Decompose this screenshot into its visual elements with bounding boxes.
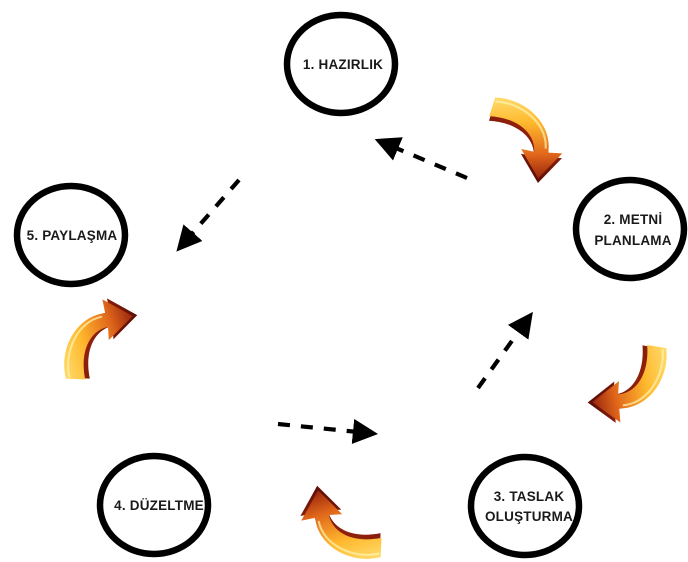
dashed-arrow-paylasma-to-hazirlik: [176, 178, 241, 252]
stage-circle: [13, 182, 129, 288]
stage-label: 1. HAZIRLIK: [303, 57, 383, 72]
curved-arrow-duzeltme-to-paylasma: [57, 290, 141, 394]
dashed-arrow-duzeltme-to-taslak: [277, 418, 379, 445]
stage-taslak-olusturma: 3. TASLAK OLUŞTURMA: [467, 453, 583, 559]
stage-label: 3. TASLAK: [494, 489, 565, 504]
stage-circle: [96, 452, 212, 558]
stage-paylasma: 5. PAYLAŞMA: [13, 182, 129, 288]
stage-metni-planlama: 2. METNİ PLANLAMA: [572, 176, 688, 282]
stage-label: OLUŞTURMA: [485, 509, 573, 524]
stage-duzeltme: 4. DÜZELTME: [96, 452, 212, 558]
stage-label: 2. METNİ: [604, 212, 663, 227]
stage-label: PLANLAMA: [594, 233, 671, 248]
stage-circle: [283, 11, 399, 117]
stage-circle: [467, 453, 583, 559]
stage-label: 4. DÜZELTME: [114, 498, 204, 513]
stage-hazirlik: 1. HAZIRLIK: [283, 11, 399, 117]
curved-arrow-hazirlik-to-planlama: [467, 90, 577, 189]
curved-arrow-taslak-to-duzeltme: [292, 482, 396, 562]
curved-arrow-planlama-to-taslak: [583, 327, 674, 434]
dashed-arrow-taslak-to-planlama: [476, 311, 533, 390]
dashed-arrow-planlama-to-hazirlik: [374, 137, 468, 180]
stage-label: 5. PAYLAŞMA: [27, 228, 118, 243]
stage-circle: [572, 176, 688, 282]
